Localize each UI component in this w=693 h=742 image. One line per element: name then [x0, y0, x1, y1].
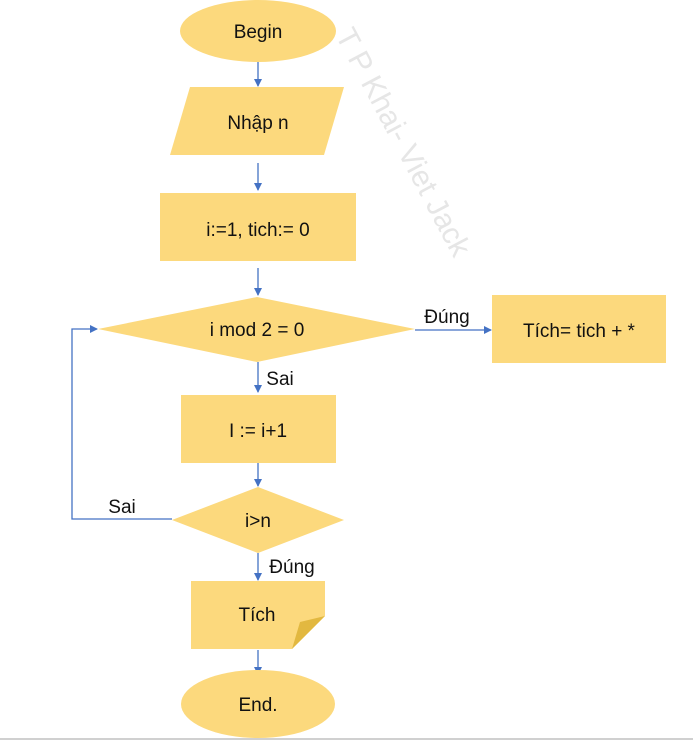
output-fold: [292, 616, 325, 649]
cond1-decision: [98, 297, 415, 362]
input-label: Nhập n: [227, 113, 288, 134]
begin-label: Begin: [234, 22, 283, 43]
end-label: End.: [238, 695, 277, 716]
output-label: Tích: [239, 605, 276, 626]
end-terminal: [181, 670, 335, 738]
cond1-label: i mod 2 = 0: [210, 320, 305, 341]
cond2-decision: [172, 487, 344, 553]
arrow-cond2-false-loop: [71, 325, 172, 520]
init-label: i:=1, tich:= 0: [206, 220, 310, 241]
output-document: [191, 581, 325, 649]
increment-process: [181, 395, 336, 463]
cond1-false-label: Sai: [266, 369, 293, 390]
input-parallelogram: [170, 87, 344, 155]
product-label: Tích= tich + *: [523, 321, 636, 342]
cond2-label: i>n: [245, 511, 271, 532]
init-process: [160, 193, 356, 261]
product-process: [492, 295, 666, 363]
cond1-true-label: Đúng: [424, 307, 469, 328]
cond2-false-label: Sai: [108, 497, 135, 518]
begin-terminal: [180, 0, 336, 62]
cond2-true-label: Đúng: [269, 557, 314, 578]
increment-label: I := i+1: [229, 421, 287, 442]
